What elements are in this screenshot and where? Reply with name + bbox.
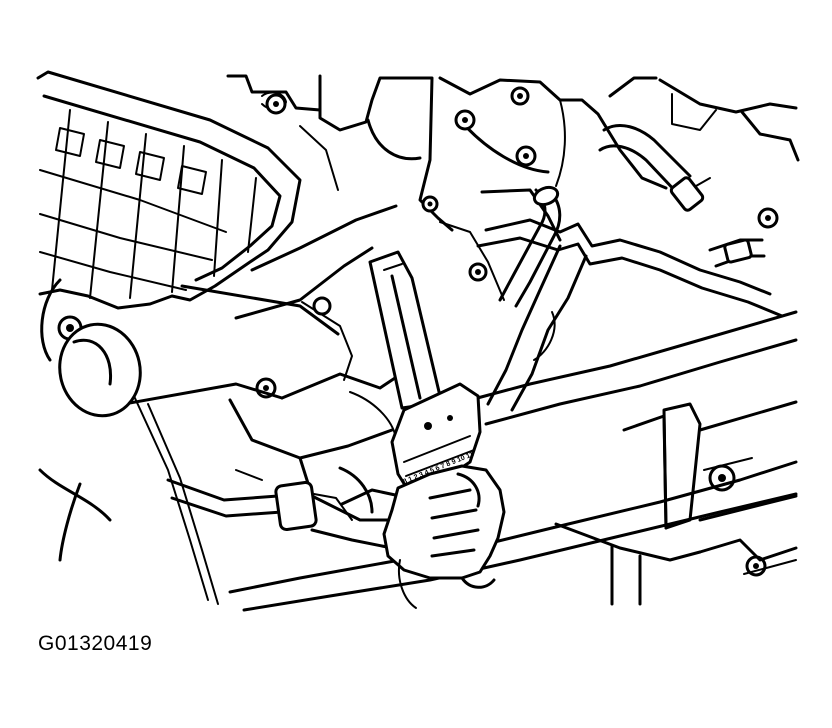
- gauge-tool: 8 1 2 3 4 5 6 7 8 9 10 11: [370, 252, 480, 490]
- transmission-case: [230, 298, 422, 520]
- bolt: [517, 147, 535, 165]
- hand: [384, 466, 504, 608]
- engine-block: [228, 76, 798, 318]
- oil-pan-flange: [470, 220, 796, 424]
- crossmember: [230, 402, 796, 610]
- bolt: [267, 95, 285, 113]
- figure-code: G01320419: [38, 632, 153, 655]
- exhaust-pipe: [42, 280, 338, 604]
- bolt: [759, 209, 777, 227]
- bolt: [512, 88, 528, 104]
- oil-pan-cover: [38, 72, 300, 308]
- bolt: [470, 264, 486, 280]
- bolt: [423, 197, 437, 211]
- bolt: [456, 111, 474, 129]
- wiring-harness: [168, 480, 400, 548]
- lower-contours: [40, 468, 372, 560]
- cooler-lines: [500, 125, 764, 306]
